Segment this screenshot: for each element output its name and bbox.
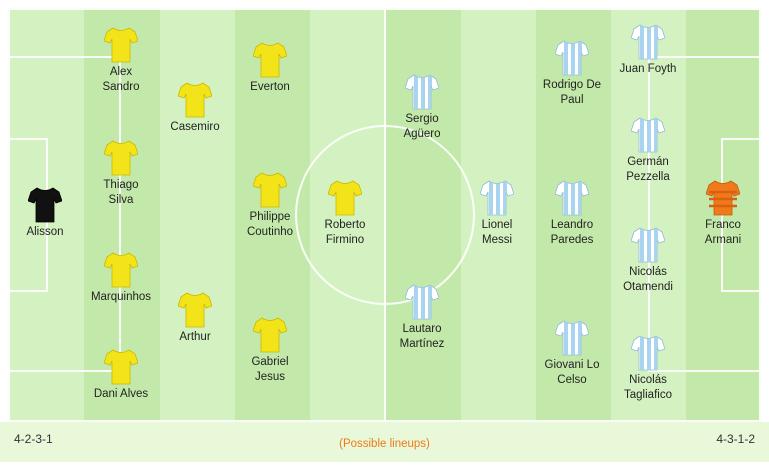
- away-player[interactable]: Nicolás Otamendi: [600, 225, 696, 295]
- player-name: Juan Foyth: [619, 63, 677, 75]
- left-penalty-box: [8, 56, 121, 372]
- away-player[interactable]: Franco Armani: [675, 178, 769, 248]
- home-player[interactable]: Gabriel Jesus: [222, 315, 318, 385]
- home-player[interactable]: Dani Alves: [73, 347, 169, 402]
- player-name: Lautaro Martínez: [399, 323, 445, 350]
- jersey-icon: [449, 178, 545, 216]
- jersey-icon: [600, 115, 696, 153]
- home-player[interactable]: Thiago Silva: [73, 138, 169, 208]
- jersey-icon: [524, 318, 620, 356]
- player-name: Leandro Paredes: [550, 219, 594, 246]
- home-player[interactable]: Roberto Firmino: [297, 178, 393, 248]
- away-player[interactable]: Juan Foyth: [600, 22, 696, 77]
- jersey-icon: [147, 80, 243, 118]
- jersey-icon: [222, 170, 318, 208]
- jersey-icon: [600, 22, 696, 60]
- player-name: Marquinhos: [90, 291, 152, 303]
- jersey-icon: [222, 315, 318, 353]
- player-name: Everton: [250, 81, 290, 93]
- away-player[interactable]: Rodrigo De Paul: [524, 38, 620, 108]
- away-formation: 4-3-1-2: [716, 432, 755, 446]
- player-name: Casemiro: [170, 121, 220, 133]
- jersey-icon: [73, 250, 169, 288]
- home-player[interactable]: Philippe Coutinho: [222, 170, 318, 240]
- lineup-footer: [0, 422, 769, 462]
- home-player[interactable]: Alex Sandro: [73, 25, 169, 95]
- player-name: Nicolás Otamendi: [623, 266, 673, 293]
- lineup-note: (Possible lineups): [339, 438, 430, 450]
- player-name: Dani Alves: [93, 388, 149, 400]
- player-name: Rodrigo De Paul: [542, 79, 602, 106]
- jersey-icon: [73, 25, 169, 63]
- home-player[interactable]: Casemiro: [147, 80, 243, 135]
- home-player[interactable]: Arthur: [147, 290, 243, 345]
- jersey-icon: [73, 347, 169, 385]
- player-name: Germán Pezzella: [626, 156, 670, 183]
- jersey-icon: [297, 178, 393, 216]
- jersey-icon: [600, 225, 696, 263]
- right-penalty-box: [648, 56, 761, 372]
- jersey-icon: [524, 178, 620, 216]
- home-player[interactable]: Marquinhos: [73, 250, 169, 305]
- jersey-icon: [600, 333, 696, 371]
- away-player[interactable]: Sergio Agüero: [374, 72, 470, 142]
- player-name: Lionel Messi: [481, 219, 513, 246]
- home-player[interactable]: Everton: [222, 40, 318, 95]
- jersey-icon: [374, 282, 470, 320]
- player-name: Alex Sandro: [102, 66, 140, 93]
- player-name: Giovani Lo Celso: [544, 359, 600, 386]
- jersey-icon: [222, 40, 318, 78]
- player-name: Thiago Silva: [103, 179, 139, 206]
- home-player[interactable]: Alisson: [0, 185, 93, 240]
- away-player[interactable]: Nicolás Tagliafico: [600, 333, 696, 403]
- jersey-icon: [524, 38, 620, 76]
- player-name: Sergio Agüero: [403, 113, 441, 140]
- player-name: Alisson: [26, 226, 64, 238]
- away-player[interactable]: Lautaro Martínez: [374, 282, 470, 352]
- player-name: Franco Armani: [704, 219, 742, 246]
- player-name: Roberto Firmino: [324, 219, 366, 246]
- player-name: Gabriel Jesus: [251, 356, 289, 383]
- jersey-icon: [374, 72, 470, 110]
- away-player[interactable]: Germán Pezzella: [600, 115, 696, 185]
- player-name: Nicolás Tagliafico: [624, 374, 672, 401]
- away-player[interactable]: Lionel Messi: [449, 178, 545, 248]
- player-name: Arthur: [179, 331, 211, 343]
- pitch-stripe: [160, 8, 235, 422]
- jersey-icon: [0, 185, 93, 223]
- jersey-icon: [675, 178, 769, 216]
- jersey-icon: [73, 138, 169, 176]
- center-circle: [295, 125, 475, 305]
- away-player[interactable]: Leandro Paredes: [524, 178, 620, 248]
- jersey-icon: [147, 290, 243, 328]
- away-player[interactable]: Giovani Lo Celso: [524, 318, 620, 388]
- home-formation: 4-2-3-1: [14, 432, 53, 446]
- player-name: Philippe Coutinho: [246, 211, 294, 238]
